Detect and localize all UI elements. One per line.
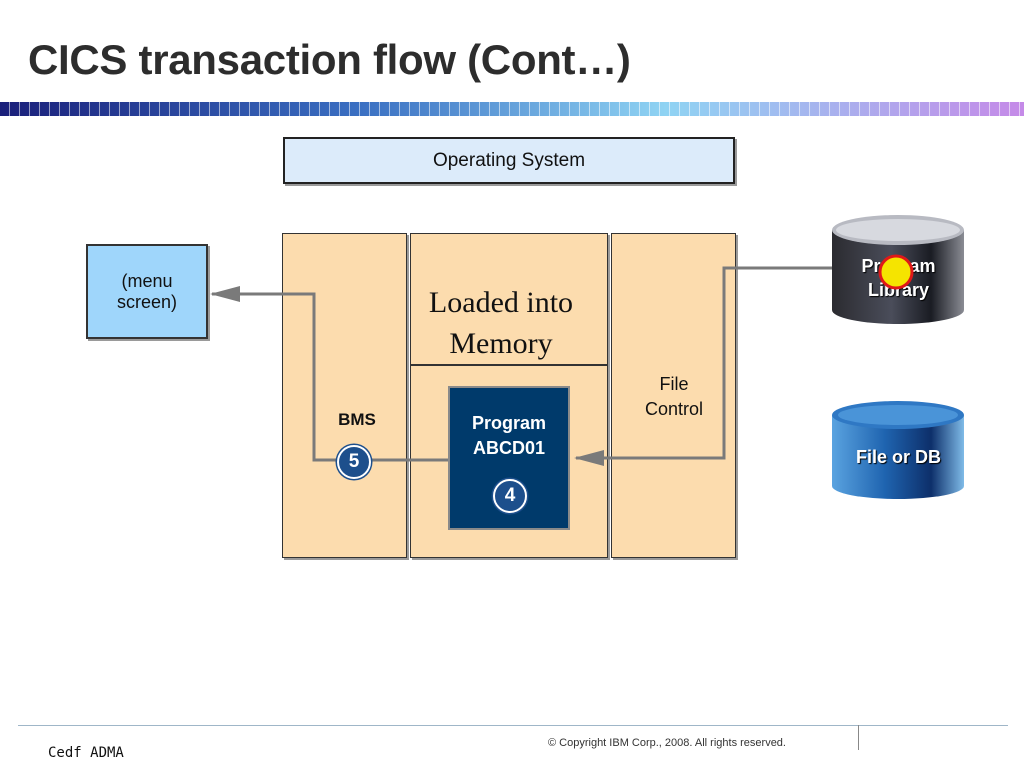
file-control-panel	[611, 233, 736, 558]
menu-screen-line-1: (menu	[121, 270, 173, 291]
operating-system-label: Operating System	[432, 149, 586, 171]
memory-divider	[410, 364, 608, 366]
file-control-line-2: Control	[644, 399, 704, 419]
copyright-text: © Copyright IBM Corp., 2008. All rights …	[548, 737, 786, 749]
program-line-2: ABCD01	[472, 438, 546, 458]
file-control-label: File Control	[630, 372, 718, 422]
bms-label: BMS	[338, 410, 376, 429]
file-or-db-database-icon	[832, 401, 964, 499]
arrow-bms-to-menu	[210, 286, 352, 462]
menu-screen-box: (menu screen)	[86, 244, 208, 339]
footer-label: Cedf ADMA	[48, 745, 124, 761]
decorative-gradient-bar	[0, 102, 1024, 116]
step-4-badge: 4	[493, 479, 527, 513]
operating-system-box: Operating System	[283, 137, 735, 184]
file-control-line-1: File	[659, 374, 689, 394]
loaded-line-2: Memory	[449, 327, 553, 360]
loaded-line-1: Loaded into	[428, 286, 574, 319]
file-or-db-label: File or DB	[855, 447, 941, 467]
bms-panel	[282, 233, 407, 558]
menu-screen-line-2: screen)	[116, 291, 178, 312]
step-5-badge: 5	[337, 445, 371, 479]
loaded-into-memory-label: Loaded into Memory	[410, 282, 592, 364]
yellow-dot-marker-icon	[878, 254, 914, 290]
program-label: Program ABCD01	[450, 411, 568, 461]
program-line-1: Program	[471, 413, 547, 433]
arrow-library-to-program	[574, 266, 833, 466]
slide-title: CICS transaction flow (Cont…)	[28, 36, 631, 83]
footer-divider	[18, 725, 1008, 726]
footer-vertical-divider	[858, 725, 859, 750]
program-library-line-2: Library	[867, 280, 930, 300]
program-library-database-icon	[832, 215, 964, 324]
